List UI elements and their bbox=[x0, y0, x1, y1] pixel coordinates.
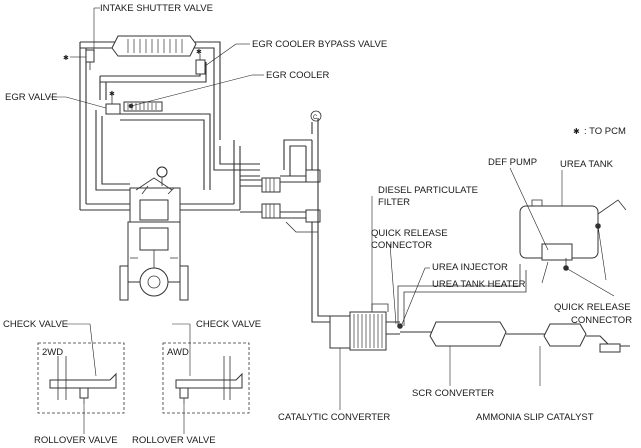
label-egr-valve: EGR VALVE bbox=[5, 92, 57, 103]
label-catalytic-converter: CATALYTIC CONVERTER bbox=[278, 412, 390, 423]
2wd-fuel-box bbox=[37, 323, 125, 434]
label-egr-cooler-bypass-valve: EGR COOLER BYPASS VALVE bbox=[252, 39, 387, 50]
asterisk-bypass: ✱ bbox=[196, 48, 202, 56]
label-ammonia-slip-catalyst: AMMONIA SLIP CATALYST bbox=[476, 412, 594, 423]
label-check-valve-2wd: CHECK VALVE bbox=[3, 319, 68, 330]
piston-icon bbox=[127, 221, 181, 297]
scr-converter bbox=[400, 321, 550, 347]
asterisk-egr: ✱ bbox=[109, 90, 115, 98]
muffler-icon bbox=[599, 343, 621, 353]
label-qrc-top-line2: CONNECTOR bbox=[371, 240, 432, 251]
label-intake-shutter-valve: INTAKE SHUTTER VALVE bbox=[100, 3, 213, 14]
awd-fuel-box bbox=[162, 323, 250, 434]
catalytic-converter-and-dpf bbox=[329, 303, 403, 351]
asterisk-intake: ✱ bbox=[63, 54, 69, 62]
label-to-pcm: : TO PCM bbox=[584, 126, 626, 137]
label-box-2wd: 2WD bbox=[42, 347, 63, 358]
label-qrc-top-line1: QUICK RELEASE bbox=[371, 228, 448, 239]
exhaust-pipe bbox=[311, 300, 330, 323]
egr-cooler-bypass-valve: ✱ bbox=[195, 43, 250, 75]
intake-piping bbox=[79, 41, 262, 211]
engine-icon bbox=[119, 166, 189, 301]
label-urea-tank: UREA TANK bbox=[560, 159, 614, 170]
label-qrc-right-line1: QUICK RELEASE bbox=[554, 302, 631, 313]
circle-marker-label: C bbox=[313, 115, 318, 121]
egr-cooler bbox=[123, 74, 264, 112]
label-qrc-right-line2: CONNECTOR bbox=[571, 315, 632, 326]
label-urea-tank-heater: UREA TANK HEATER bbox=[432, 279, 526, 290]
intake-shutter-valve: ✱ bbox=[63, 7, 100, 70]
label-rollover-valve-2wd: ROLLOVER VALVE bbox=[34, 435, 118, 446]
label-box-awd: AWD bbox=[167, 347, 189, 358]
urea-injector bbox=[397, 264, 527, 326]
asterisk-to-pcm: ✱ bbox=[573, 127, 580, 136]
circle-marker-engine bbox=[156, 166, 168, 178]
label-dpf-line1: DIESEL PARTICULATE bbox=[378, 185, 478, 196]
label-scr-converter: SCR CONVERTER bbox=[412, 388, 494, 399]
ammonia-slip-catalyst bbox=[543, 323, 630, 347]
label-egr-cooler: EGR COOLER bbox=[266, 70, 329, 81]
label-dpf-line2: FILTER bbox=[378, 197, 410, 208]
urea-tank bbox=[519, 199, 627, 271]
turbocharger-icon bbox=[240, 110, 322, 300]
egr-valve: ✱ bbox=[48, 90, 121, 115]
label-def-pump: DEF PUMP bbox=[488, 157, 537, 168]
label-check-valve-awd: CHECK VALVE bbox=[196, 319, 261, 330]
label-urea-injector: UREA INJECTOR bbox=[432, 262, 508, 273]
intercooler-icon bbox=[111, 35, 197, 57]
label-rollover-valve-awd: ROLLOVER VALVE bbox=[132, 435, 216, 446]
right-callout-lines bbox=[339, 167, 615, 410]
